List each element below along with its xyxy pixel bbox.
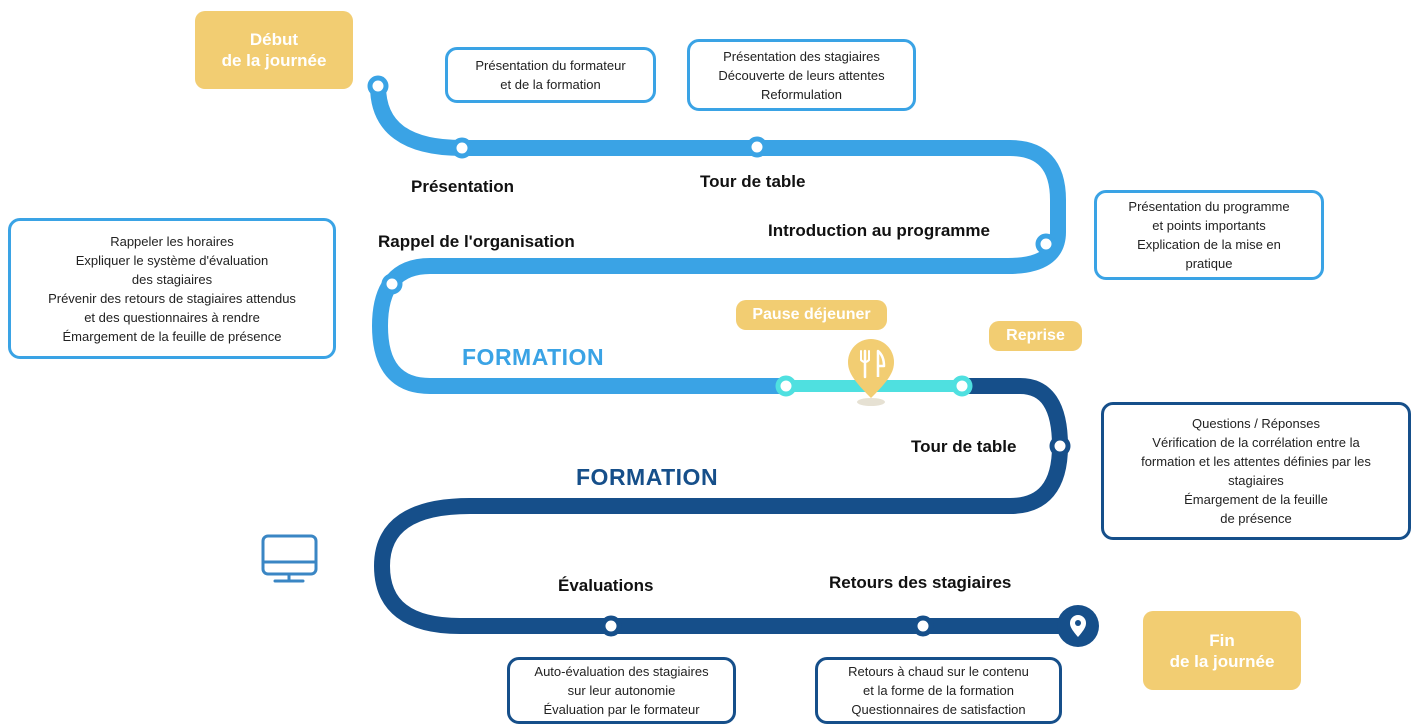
box-line: Rappeler les horaires (110, 233, 234, 249)
rappel-dot (381, 273, 403, 295)
reprise-badge: Reprise (989, 321, 1082, 351)
box-line: Reformulation (761, 86, 842, 102)
monitor-icon (261, 534, 318, 583)
box-line: Présentation du formateur (475, 58, 626, 73)
box-line: Présentation du programme (1128, 199, 1290, 214)
tour-de-table-1-dot (746, 136, 768, 158)
start-line1: Début (249, 30, 299, 49)
milestone-introduction: Introduction au programme (768, 221, 990, 240)
box-line: et de la formation (500, 77, 601, 92)
location-pin-icon (1057, 605, 1099, 647)
milestone-evaluations: Évaluations (558, 576, 654, 595)
box-line: Questionnaires de satisfaction (851, 702, 1026, 717)
presentation-dot (451, 137, 473, 159)
box-line: et points importants (1152, 218, 1266, 233)
cutlery-pin-icon (848, 339, 894, 406)
box-line: Retours à chaud sur le contenu (848, 664, 1029, 679)
box-line: des stagiaires (131, 271, 213, 287)
dark-road (373, 378, 1084, 634)
box-line: Explication de la mise en (1137, 237, 1281, 252)
start-badge: Début de la journée (195, 11, 353, 89)
reprise-label: Reprise (1006, 327, 1065, 344)
milestone-markers (367, 75, 1071, 637)
box-presentation: Présentation du formateur et de la forma… (445, 47, 656, 103)
box-tour-de-table-1: Présentation des stagiaires Découverte d… (687, 39, 916, 111)
pause-badge: Pause déjeuner (736, 300, 887, 330)
box-tour-de-table-2: Questions / Réponses Vérification de la … (1101, 402, 1411, 540)
end-line2: de la journée (1169, 651, 1275, 671)
box-introduction: Présentation du programme et points impo… (1094, 190, 1324, 280)
box-line: Émargement de la feuille (1184, 492, 1328, 507)
milestone-tour-de-table-2: Tour de table (911, 437, 1017, 456)
milestone-rappel: Rappel de l'organisation (378, 232, 575, 251)
retours-dot (912, 615, 934, 637)
end-badge: Fin de la journée (1143, 611, 1301, 690)
box-line: stagiaires (1228, 473, 1284, 488)
formation-label-1: FORMATION (462, 344, 605, 370)
formation-label-2: FORMATION (576, 464, 719, 490)
milestone-retours: Retours des stagiaires (829, 573, 1012, 592)
box-line: Prévenir des retours de stagiaires atten… (48, 290, 296, 306)
box-line: Émargement de la feuille de présence (62, 328, 282, 344)
introduction-dot (1035, 233, 1057, 255)
box-line: et des questionnaires à rendre (84, 309, 260, 325)
pause-start-dot (775, 375, 797, 397)
box-line: Auto-évaluation des stagiaires (534, 664, 709, 679)
box-retours: Retours à chaud sur le contenu et la for… (815, 657, 1062, 724)
reprise-dot (951, 375, 973, 397)
box-line: formation et les attentes définies par l… (1141, 454, 1371, 469)
box-line: Vérification de la corrélation entre la (1152, 435, 1360, 450)
tour-de-table-2-dot (1049, 435, 1071, 457)
box-line: pratique (1185, 256, 1233, 271)
box-line: et la forme de la formation (862, 683, 1015, 698)
start-dot (367, 75, 389, 97)
box-rappel: Rappeler les horaires Expliquer le systè… (8, 218, 336, 359)
box-line: Questions / Réponses (1192, 416, 1320, 431)
start-line2: de la journée (221, 51, 327, 70)
evaluations-dot (600, 615, 622, 637)
pause-label: Pause déjeuner (752, 306, 871, 323)
box-evaluations: Auto-évaluation des stagiaires sur leur … (507, 657, 736, 724)
box-line: Découverte de leurs attentes (718, 67, 885, 83)
box-line: Expliquer le système d'évaluation (75, 252, 269, 268)
box-line: Présentation des stagiaires (723, 48, 880, 64)
box-line: de présence (1220, 511, 1292, 526)
end-line1: Fin (1209, 630, 1235, 650)
box-line: Évaluation par le formateur (543, 702, 700, 717)
milestone-tour-de-table-1: Tour de table (700, 172, 806, 191)
milestone-presentation: Présentation (411, 177, 514, 196)
box-line: sur leur autonomie (567, 683, 676, 698)
